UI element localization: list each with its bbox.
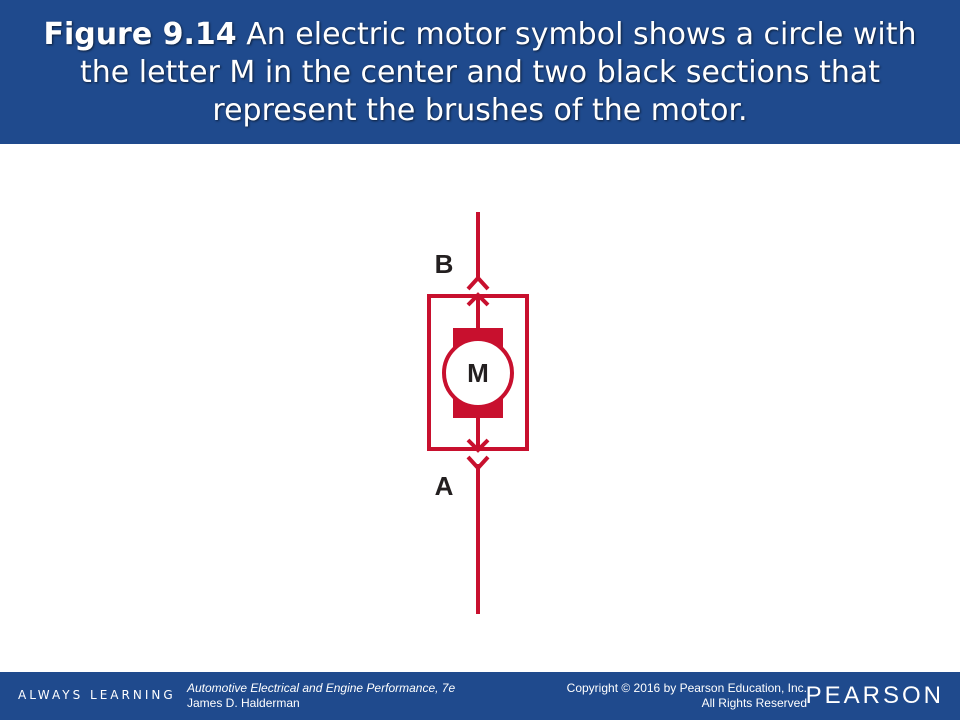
tagline: ALWAYS LEARNING xyxy=(18,688,176,702)
figure-number: Figure 9.14 xyxy=(43,17,237,52)
top-terminal-chevron xyxy=(466,275,490,291)
terminal-a-label: A xyxy=(435,471,454,501)
bottom-arrow-head xyxy=(466,438,490,453)
figure-caption: Figure 9.14 An electric motor symbol sho… xyxy=(40,16,920,130)
copyright-line: Copyright © 2016 by Pearson Education, I… xyxy=(566,681,807,695)
header-banner: Figure 9.14 An electric motor symbol sho… xyxy=(0,0,960,144)
pearson-logo: PEARSON xyxy=(805,682,944,709)
terminal-b-label: B xyxy=(435,249,454,279)
motor-symbol-diagram: M B A xyxy=(427,212,529,614)
book-title: Automotive Electrical and Engine Perform… xyxy=(187,681,456,695)
motor-circle xyxy=(442,337,514,409)
top-arrow-head xyxy=(466,292,490,307)
book-author: James D. Halderman xyxy=(187,696,300,710)
copyright-notice: Copyright © 2016 by Pearson Education, I… xyxy=(567,681,807,711)
footer-bar: ALWAYS LEARNING Automotive Electrical an… xyxy=(0,672,960,720)
rights-line: All Rights Reserved xyxy=(701,696,807,710)
book-info: Automotive Electrical and Engine Perform… xyxy=(187,681,455,711)
caption-text: An electric motor symbol shows a circle … xyxy=(79,17,917,128)
motor-letter: M xyxy=(467,358,489,388)
